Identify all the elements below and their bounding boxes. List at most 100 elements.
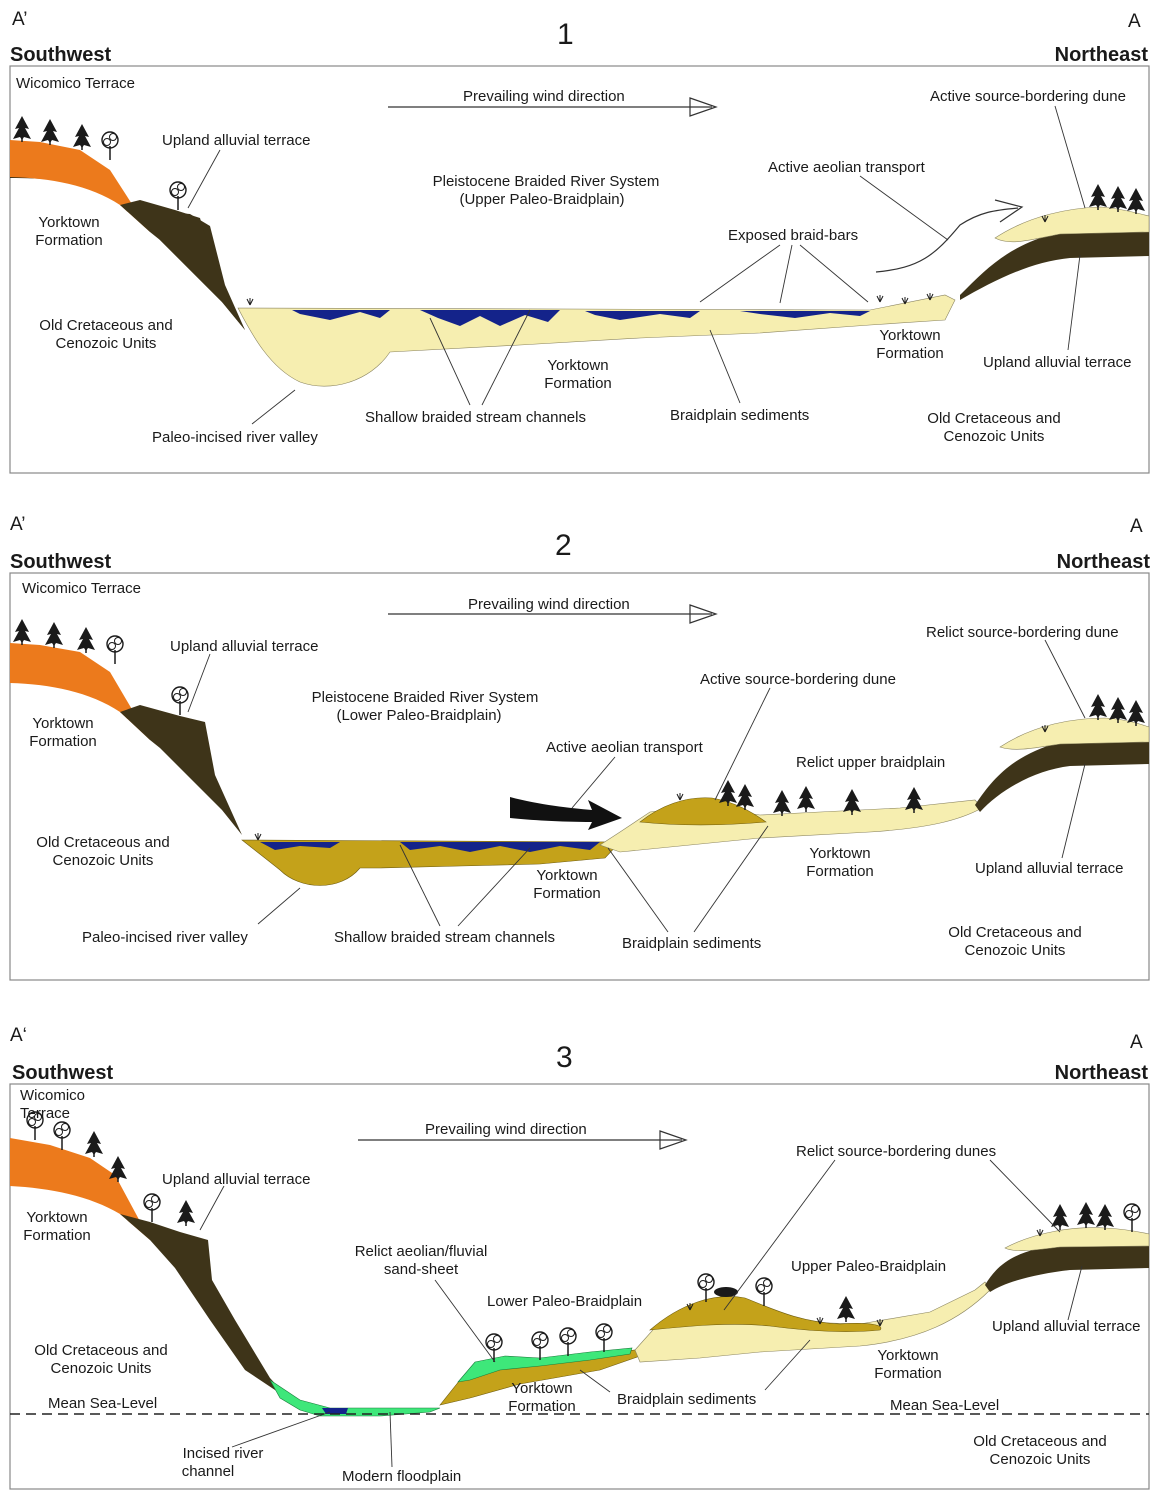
panel-2-river-system-1: Pleistocene Braided River System xyxy=(312,689,539,706)
panel-2-section-left: A’ xyxy=(10,514,25,535)
panel-3-msl-left: Mean Sea-Level xyxy=(48,1395,157,1412)
panel-3-upper-braidplain: Upper Paleo-Braidplain xyxy=(791,1258,946,1275)
panel-1: A’ A 1 Southwest Northeast xyxy=(9,9,1150,474)
panel-2-channels xyxy=(260,842,600,852)
panel-2-relict-upper-braidplain: Relict upper braidplain xyxy=(796,754,945,771)
panel-2-section-right: A xyxy=(1130,516,1143,537)
panel-1-braidplain-sediments: Braidplain sediments xyxy=(670,407,809,424)
panel-2-yorktown-right-1: Yorktown xyxy=(809,845,870,862)
panel-2-yorktown-center-1: Yorktown xyxy=(536,867,597,884)
panel-2-aeolian-arrow xyxy=(510,797,622,830)
panel-3-relict-dunes: Relict source-bordering dunes xyxy=(796,1143,996,1160)
panel-2-dir-left: Southwest xyxy=(10,551,111,573)
panel-3: A‘ A 3 Southwest Northeast xyxy=(9,1025,1150,1490)
panel-3-old-units-left-2: Cenozoic Units xyxy=(51,1360,152,1377)
panel-1-aeolian-transport: Active aeolian transport xyxy=(768,159,926,176)
panel-3-dark-tree-canopy xyxy=(714,1287,738,1297)
panel-3-modern-floodplain: Modern floodplain xyxy=(342,1468,461,1485)
panel-3-dark-upland-right xyxy=(985,1244,1149,1292)
panel-2-dark-upland-right xyxy=(975,740,1149,812)
panel-3-frame xyxy=(9,1083,1150,1490)
panel-2-active-dune xyxy=(639,797,767,826)
panel-1-dir-left: Southwest xyxy=(10,44,111,66)
panel-2-river-system-2: (Lower Paleo-Braidplain) xyxy=(336,707,501,724)
panel-3-yorktown-left-2: Formation xyxy=(23,1227,91,1244)
panel-3-green-floodplain xyxy=(269,1379,441,1417)
panel-3-braidplain-sediments: Braidplain sediments xyxy=(617,1391,756,1408)
panel-2-yorktown-left-2: Formation xyxy=(29,733,97,750)
panel-1-yorktown-right-1: Yorktown xyxy=(879,327,940,344)
panel-3-sand-sheet-1: Relict aeolian/fluvial xyxy=(355,1243,488,1260)
panel-1-active-dune xyxy=(994,206,1150,243)
panel-3-yorktown-left-1: Yorktown xyxy=(26,1209,87,1226)
panel-2-old-units-right-1: Old Cretaceous and xyxy=(948,924,1081,941)
panel-1-river-system-1: Pleistocene Braided River System xyxy=(433,173,660,190)
panel-2-leaders xyxy=(187,639,1086,933)
panel-2-old-units-left-1: Old Cretaceous and xyxy=(36,834,169,851)
panel-3-yorktown-right-2: Formation xyxy=(874,1365,942,1382)
panel-3-upland-terrace-right: Upland alluvial terrace xyxy=(992,1318,1140,1335)
panel-1-exposed-braid-bars: Exposed braid-bars xyxy=(728,227,858,244)
panel-2-olive-valley xyxy=(241,839,621,886)
panel-1-pale-sediment-valley xyxy=(237,294,956,387)
panel-1-dark-upland-right xyxy=(960,230,1149,300)
panel-3-sand-sheet-2: sand-sheet xyxy=(384,1261,459,1278)
panel-1-yorktown-right-2: Formation xyxy=(876,345,944,362)
panel-3-old-units-right-1: Old Cretaceous and xyxy=(973,1433,1106,1450)
panel-1-dark-upland-fill xyxy=(120,200,245,330)
panel-2-relict-dune-label: Relict source-bordering dune xyxy=(926,624,1119,641)
panel-2-shallow-channels: Shallow braided stream channels xyxy=(334,929,555,946)
panel-1-section-right: A xyxy=(1128,11,1141,32)
panel-1-yorktown-left-1: Yorktown xyxy=(38,214,99,231)
panel-1-leaders xyxy=(187,105,1086,425)
panel-3-orange-terrace xyxy=(10,1138,150,1240)
panel-1-active-dune-label: Active source-bordering dune xyxy=(930,88,1126,105)
panel-2-active-dune-label: Active source-bordering dune xyxy=(700,671,896,688)
panel-2-upland-terrace-left: Upland alluvial terrace xyxy=(170,638,318,655)
panel-3-wind-arrow xyxy=(358,1130,688,1150)
panel-1-old-units-right-1: Old Cretaceous and xyxy=(927,410,1060,427)
panel-2-old-units-left-2: Cenozoic Units xyxy=(53,852,154,869)
panel-3-number: 3 xyxy=(556,1041,573,1074)
panel-2-old-units-right-2: Cenozoic Units xyxy=(965,942,1066,959)
panel-1-channels xyxy=(292,310,870,326)
panel-3-section-left: A‘ xyxy=(10,1025,27,1046)
panel-3-section-right: A xyxy=(1130,1032,1143,1053)
panel-3-dir-right: Northeast xyxy=(1055,1062,1149,1084)
panel-1-section-left: A’ xyxy=(12,9,27,30)
panel-3-wicomico-1: Wicomico xyxy=(20,1087,85,1104)
panel-1-upland-terrace-right: Upland alluvial terrace xyxy=(983,354,1131,371)
panel-3-leaders xyxy=(199,1159,1083,1468)
panel-2: A’ A 2 Southwest Northeast xyxy=(9,514,1151,981)
panel-1-yorktown-left-2: Formation xyxy=(35,232,103,249)
panel-2-wind-direction: Prevailing wind direction xyxy=(468,596,630,613)
panel-2-number: 2 xyxy=(555,529,572,562)
panel-1-dir-right: Northeast xyxy=(1055,44,1149,66)
panel-2-upland-terrace-right: Upland alluvial terrace xyxy=(975,860,1123,877)
panel-2-wicomico-terrace: Wicomico Terrace xyxy=(22,580,141,597)
panel-2-dir-right: Northeast xyxy=(1057,551,1151,573)
panel-3-dir-left: Southwest xyxy=(12,1062,113,1084)
panel-2-yorktown-center-2: Formation xyxy=(533,885,601,902)
panel-2-yorktown-left-1: Yorktown xyxy=(32,715,93,732)
panel-1-paleo-valley: Paleo-incised river valley xyxy=(152,429,318,446)
panel-1-upland-terrace-left: Upland alluvial terrace xyxy=(162,132,310,149)
panel-1-wicomico-terrace: Wicomico Terrace xyxy=(16,75,135,92)
panel-2-yorktown-right-2: Formation xyxy=(806,863,874,880)
panel-3-yorktown-center-1: Yorktown xyxy=(511,1380,572,1397)
panel-1-river-system-2: (Upper Paleo-Braidplain) xyxy=(459,191,624,208)
panel-3-incised-channel-2: channel xyxy=(182,1463,235,1480)
panel-1-old-units-left-2: Cenozoic Units xyxy=(56,335,157,352)
panel-3-dark-upland-left xyxy=(120,1214,290,1400)
panel-3-old-units-right-2: Cenozoic Units xyxy=(990,1451,1091,1468)
panel-3-old-units-left-1: Old Cretaceous and xyxy=(34,1342,167,1359)
panel-1-aeolian-arrow xyxy=(875,199,1024,273)
panel-2-aeolian-transport: Active aeolian transport xyxy=(546,739,704,756)
panel-3-upland-terrace-left: Upland alluvial terrace xyxy=(162,1171,310,1188)
panel-2-dark-upland-left xyxy=(120,705,242,835)
panel-1-wind-arrow xyxy=(388,97,718,117)
panel-2-frame xyxy=(9,572,1150,981)
panel-2-braidplain-sediments: Braidplain sediments xyxy=(622,935,761,952)
panel-2-wind-arrow xyxy=(388,604,718,624)
